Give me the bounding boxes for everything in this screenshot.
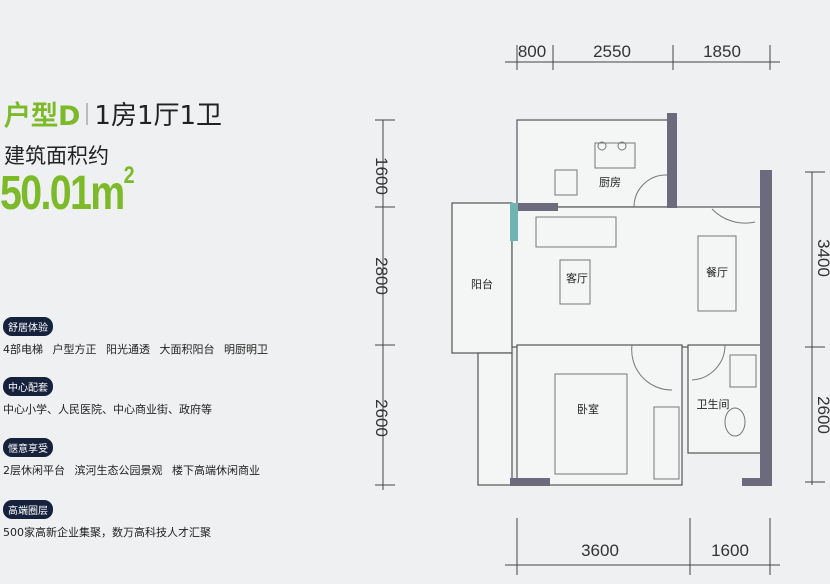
feature-badge: 高端圈层	[3, 500, 53, 519]
dim-left-1: 1600	[372, 157, 391, 195]
feature-leisure: 惬意享受 2层休闲平台 滨河生态公园景观 楼下高端休闲商业	[3, 437, 260, 478]
right-wall	[760, 170, 772, 485]
room-balcony: 阳台	[471, 277, 493, 291]
feature-community: 高端圈层 500家高新企业集聚，数万高科技人才汇聚	[3, 499, 211, 540]
feature-text: 中心小学、人民医院、中心商业街、政府等	[3, 403, 212, 416]
kitchen-wall	[667, 113, 677, 208]
dimension-lines	[375, 45, 825, 575]
walls	[451, 119, 771, 486]
unit-rooms: 1房1厅1卫	[94, 101, 223, 131]
room-living: 客厅	[566, 271, 588, 285]
dim-bottom-2: 1600	[711, 541, 749, 560]
feature-amenities: 中心配套中心小学、人民医院、中心商业街、政府等	[3, 376, 212, 417]
room-kitchen: 厨房	[599, 176, 621, 189]
dim-right-1: 3400	[814, 239, 830, 277]
title-divider	[86, 102, 89, 125]
area-number: 50.01m	[0, 167, 125, 220]
bottom-wall	[510, 478, 550, 486]
dim-bottom-1: 3600	[581, 541, 619, 560]
room-dining: 餐厅	[706, 265, 728, 279]
feature-badge: 舒居体验	[3, 317, 53, 336]
area-unit-sup: 2	[123, 162, 135, 189]
window	[510, 203, 518, 241]
feature-text: 2层休闲平台 滨河生态公园景观 楼下高端休闲商业	[3, 464, 260, 477]
dim-right-2: 2600	[814, 396, 830, 434]
feature-badge: 中心配套	[3, 377, 53, 396]
bottom-wall-right	[742, 478, 772, 486]
dim-left-3: 2600	[372, 399, 391, 437]
feature-comfort: 舒居体验 4部电梯 户型方正 阳光通透 大面积阳台 明厨明卫	[3, 316, 268, 357]
furniture	[535, 141, 757, 480]
dim-top-3: 1850	[703, 42, 741, 61]
dim-left-2: 2800	[372, 257, 391, 295]
feature-text: 500家高新企业集聚，数万高科技人才汇聚	[3, 526, 211, 539]
dim-top-1: 800	[518, 42, 546, 61]
living-top-wall	[510, 203, 558, 211]
unit-type: 户型D	[4, 101, 81, 132]
area-value: 50.01m2	[0, 162, 135, 221]
area-label: 建筑面积约	[4, 144, 109, 168]
room-bathroom: 卫生间	[697, 397, 730, 411]
unit-title: 户型D 1房1厅1卫	[4, 94, 222, 133]
room-bedroom: 卧室	[577, 402, 599, 416]
feature-text: 4部电梯 户型方正 阳光通透 大面积阳台 明厨明卫	[3, 343, 268, 356]
dim-top-2: 2550	[593, 42, 631, 61]
feature-badge: 惬意享受	[3, 438, 53, 457]
